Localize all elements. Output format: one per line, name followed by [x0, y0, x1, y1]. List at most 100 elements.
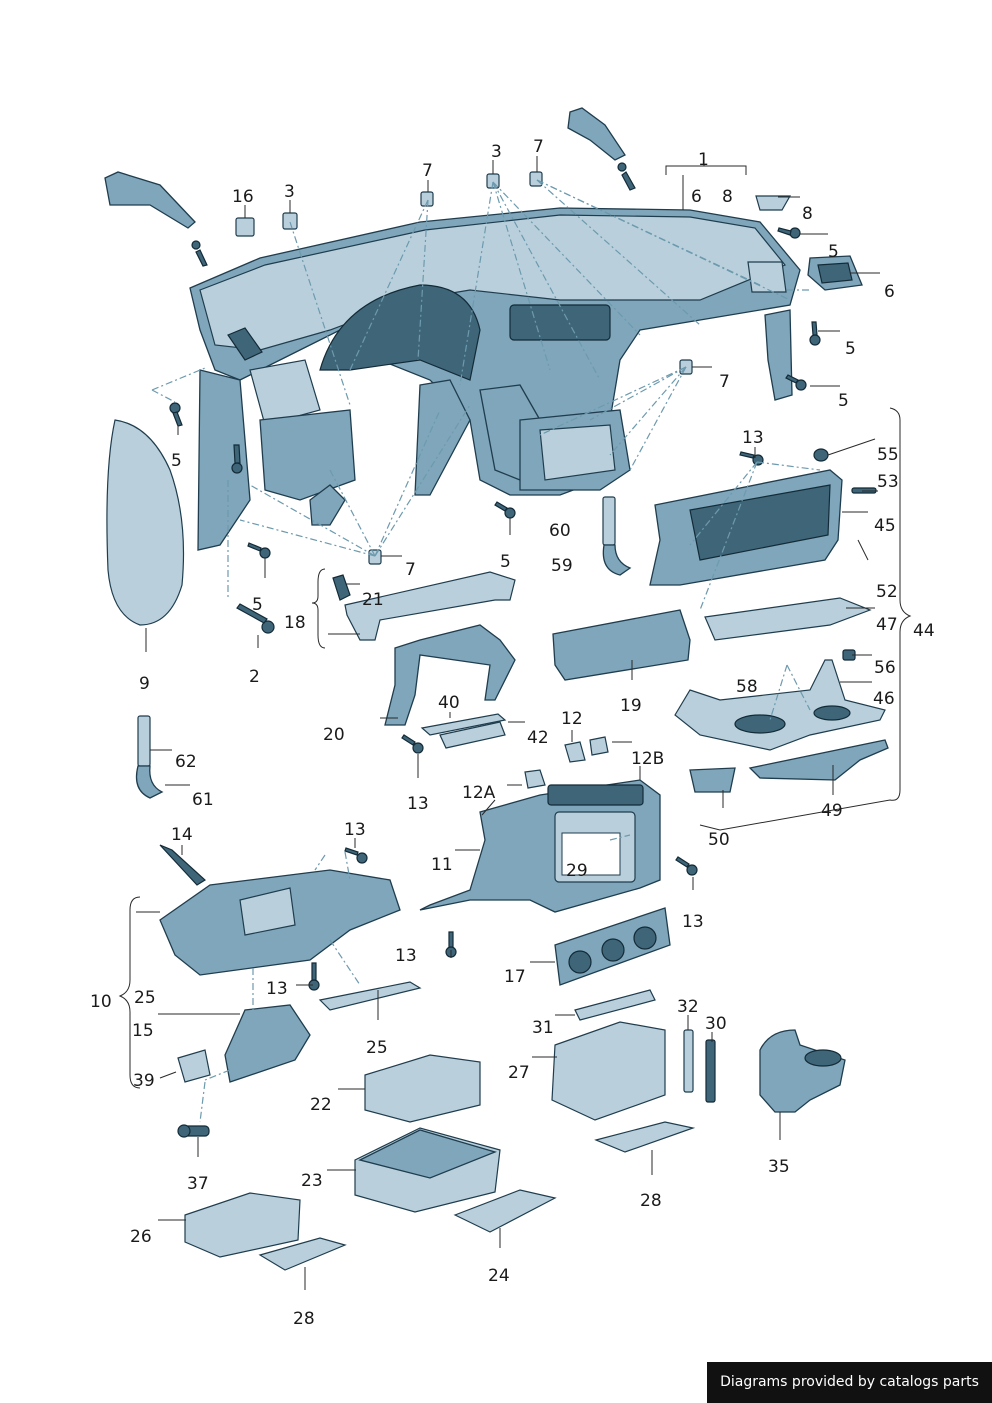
cupholder-ring	[804, 1049, 842, 1067]
label-25: 25	[366, 1038, 388, 1058]
label-5: 5	[828, 242, 839, 262]
heater-control-panel	[554, 907, 671, 986]
label-23: 23	[301, 1171, 323, 1191]
clip-39	[177, 1049, 211, 1083]
label-24: 24	[488, 1266, 510, 1286]
label-19: 19	[620, 696, 642, 716]
label-22: 22	[310, 1095, 332, 1115]
label-58: 58	[736, 677, 758, 697]
label-29: 29	[566, 861, 588, 881]
label-6: 6	[691, 187, 702, 207]
label-25: 25	[134, 988, 156, 1008]
storage-drawers	[184, 1021, 666, 1258]
label-8: 8	[802, 204, 813, 224]
label-7: 7	[422, 161, 433, 181]
label-32: 32	[677, 997, 699, 1017]
label-13: 13	[682, 912, 704, 932]
small-plates	[420, 713, 507, 749]
side-cover	[106, 419, 185, 626]
label-8: 8	[722, 187, 733, 207]
label-42: 42	[527, 728, 549, 748]
label-50: 50	[708, 830, 730, 850]
label-13: 13	[344, 820, 366, 840]
strip-32	[683, 1029, 694, 1093]
leader-lines	[118, 156, 912, 1290]
trim-strip	[332, 571, 516, 641]
label-28: 28	[293, 1309, 315, 1329]
dashboard-panel	[189, 207, 801, 551]
label-31: 31	[532, 1018, 554, 1038]
label-13: 13	[742, 428, 764, 448]
cupholder	[759, 1029, 846, 1113]
label-21: 21	[362, 590, 384, 610]
label-7: 7	[533, 137, 544, 157]
screws	[169, 227, 821, 1138]
label-52: 52	[876, 582, 898, 602]
label-12b: 12B	[631, 749, 664, 769]
label-1: 1	[698, 150, 709, 170]
label-15: 15	[132, 1021, 154, 1041]
label-27: 27	[508, 1063, 530, 1083]
small-clips-12	[524, 736, 609, 789]
clip-parts	[235, 171, 693, 565]
label-7: 7	[405, 560, 416, 580]
label-26: 26	[130, 1227, 152, 1247]
label-49: 49	[821, 801, 843, 821]
label-45: 45	[874, 516, 896, 536]
glovebox-left	[159, 844, 401, 976]
right-bracket	[567, 107, 636, 191]
label-5: 5	[838, 391, 849, 411]
label-47: 47	[876, 615, 898, 635]
trim-piece-25	[318, 981, 422, 1011]
label-12a: 12A	[462, 783, 496, 803]
side-vent-right	[755, 195, 863, 291]
label-61: 61	[192, 790, 214, 810]
storage-box-15	[224, 1004, 311, 1083]
label-62: 62	[175, 752, 197, 772]
label-40: 40	[438, 693, 460, 713]
label-7: 7	[719, 372, 730, 392]
left-bracket	[104, 171, 208, 267]
center-console	[419, 779, 661, 913]
label-59: 59	[551, 556, 573, 576]
dashed-connectors	[151, 179, 821, 1123]
label-55: 55	[877, 445, 899, 465]
label-5: 5	[500, 552, 511, 572]
label-box-29	[561, 832, 621, 876]
label-12: 12	[561, 709, 583, 729]
label-44: 44	[913, 621, 935, 641]
label-14: 14	[171, 825, 193, 845]
label-2: 2	[249, 667, 260, 687]
part-number-labels: 1 6 8 8 5 6 5 5 7 3 7 3 16 7 5 13 55 53 …	[90, 137, 935, 1329]
label-9: 9	[139, 674, 150, 694]
label-5: 5	[252, 595, 263, 615]
label-60: 60	[549, 521, 571, 541]
label-3: 3	[284, 182, 295, 202]
label-5: 5	[171, 451, 182, 471]
label-28: 28	[640, 1191, 662, 1211]
label-13: 13	[395, 946, 417, 966]
label-10: 10	[90, 992, 112, 1012]
label-46: 46	[873, 689, 895, 709]
center-vent	[552, 609, 691, 681]
mat-frames	[258, 1121, 696, 1271]
label-11: 11	[431, 855, 453, 875]
hoses	[135, 496, 632, 799]
strip-30	[705, 1039, 716, 1103]
label-13: 13	[266, 979, 288, 999]
label-3: 3	[491, 142, 502, 162]
label-5: 5	[845, 339, 856, 359]
label-18: 18	[284, 613, 306, 633]
bracket-frame	[384, 624, 516, 726]
label-53: 53	[877, 472, 899, 492]
label-6: 6	[884, 282, 895, 302]
attribution-footer: Diagrams provided by catalogs parts	[707, 1362, 992, 1403]
label-16: 16	[232, 187, 254, 207]
label-39: 39	[133, 1071, 155, 1091]
label-17: 17	[504, 967, 526, 987]
trim-piece-31	[574, 989, 656, 1021]
label-37: 37	[187, 1174, 209, 1194]
label-13: 13	[407, 794, 429, 814]
label-30: 30	[705, 1014, 727, 1034]
